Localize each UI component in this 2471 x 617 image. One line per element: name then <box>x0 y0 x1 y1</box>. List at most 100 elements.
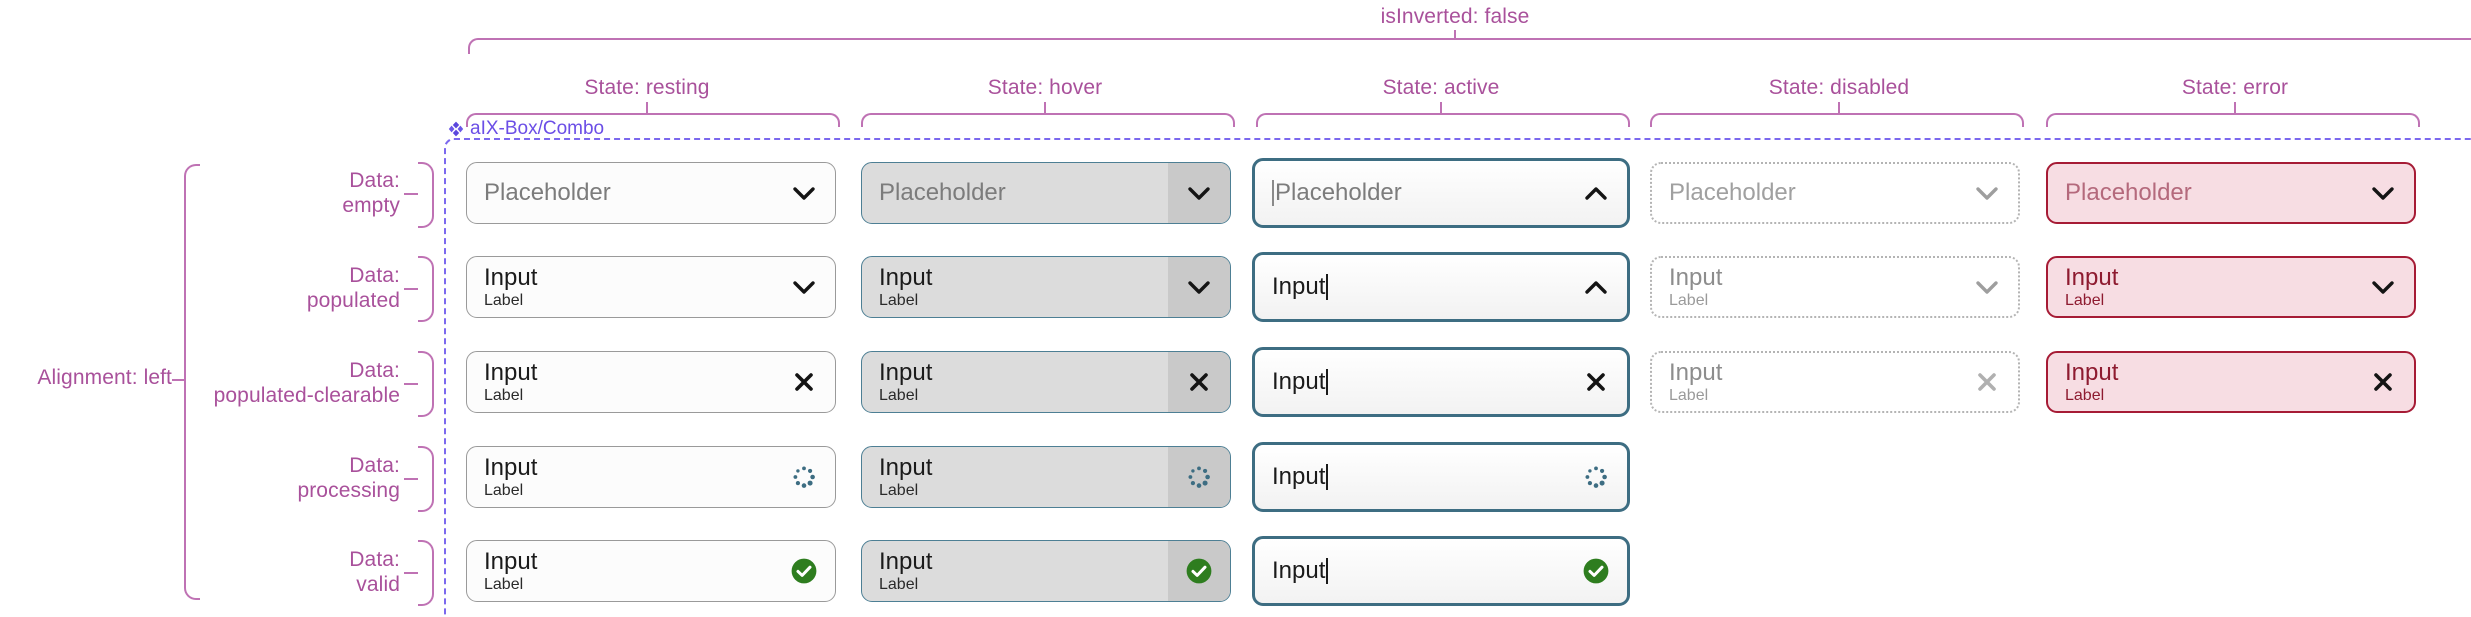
column-bracket-error <box>2046 113 2420 127</box>
chevron-down-icon <box>1956 258 2018 316</box>
row-bracket-processing <box>418 446 434 512</box>
combo-value-text: Input <box>879 453 933 481</box>
row-label-valid-line1: Data: <box>349 548 400 571</box>
column-tick-active <box>1440 102 1442 114</box>
combo-sublabel-text: Label <box>879 481 919 499</box>
chevron-up-icon[interactable] <box>1565 161 1627 225</box>
combo-value-text: Input <box>879 358 933 386</box>
combo-sublabel-text: Label <box>879 291 919 309</box>
combo-value-text: Input <box>484 547 538 575</box>
clear-x-icon <box>1956 353 2018 411</box>
column-bracket-resting <box>466 113 840 127</box>
combo-sublabel-text: Label <box>1669 291 1709 309</box>
row-label-populated: Data: populated <box>200 264 400 314</box>
is-inverted-bracket <box>468 38 2471 54</box>
column-header-resting: State: resting <box>584 76 710 99</box>
row-bracket-populated-clearable <box>418 351 434 417</box>
combo-value-text: Input <box>1272 463 1326 491</box>
chevron-down-icon[interactable] <box>1168 257 1230 317</box>
combo-sublabel-text: Label <box>484 291 524 309</box>
combo-box-valid-active[interactable]: Input <box>1252 536 1630 606</box>
combo-text-wrap: Placeholder <box>1652 179 1956 206</box>
combo-value-line: Input <box>1272 368 1565 395</box>
text-caret <box>1272 179 1274 206</box>
combo-value-text: Placeholder <box>1669 179 1796 207</box>
combo-box-empty-active[interactable]: Placeholder <box>1252 158 1630 228</box>
combo-value-text: Input <box>484 263 538 291</box>
clear-x-icon[interactable] <box>1168 352 1230 412</box>
spinner-icon <box>1168 447 1230 507</box>
combo-value-line: Input <box>1272 463 1565 490</box>
is-inverted-label: isInverted: false <box>1380 5 1530 28</box>
chevron-down-icon[interactable] <box>773 163 835 223</box>
row-label-populated-line1: Data: <box>349 264 400 287</box>
chevron-down-icon[interactable] <box>2352 164 2414 222</box>
row-bracket-empty <box>418 162 434 228</box>
row-label-empty-line1: Data: <box>349 169 400 192</box>
clear-x-icon[interactable] <box>773 352 835 412</box>
row-label-populated-clearable: Data: populated-clearable <box>60 359 400 409</box>
figma-diamond-icon <box>448 121 464 137</box>
row-label-processing-line1: Data: <box>349 454 400 477</box>
combo-box-empty-error[interactable]: Placeholder <box>2046 162 2416 224</box>
row-label-populated-clearable-line2: populated-clearable <box>213 383 400 407</box>
combo-value-text: Input <box>1272 273 1326 301</box>
combo-value-text: Placeholder <box>484 179 611 207</box>
column-header-active: State: active <box>1382 76 1500 99</box>
chevron-down-icon[interactable] <box>2352 258 2414 316</box>
combo-value-text: Input <box>484 453 538 481</box>
column-header-disabled: State: disabled <box>1768 76 1910 99</box>
combo-box-populated-active[interactable]: Input <box>1252 252 1630 322</box>
text-caret <box>1326 463 1329 490</box>
chevron-down-icon[interactable] <box>773 257 835 317</box>
row-label-empty: Data: empty <box>200 169 400 219</box>
chevron-up-icon[interactable] <box>1565 255 1627 319</box>
combo-box-processing-active[interactable]: Input <box>1252 442 1630 512</box>
combo-value-text: Input <box>1669 358 1723 386</box>
clear-x-icon[interactable] <box>2352 353 2414 411</box>
spinner-icon <box>773 447 835 507</box>
combo-sublabel-text: Label <box>484 386 524 404</box>
combo-text-wrap: Input <box>1255 368 1565 395</box>
valid-check-icon <box>1168 541 1230 601</box>
is-inverted-tick <box>1454 30 1456 40</box>
combo-box-populated-clearable-active[interactable]: Input <box>1252 347 1630 417</box>
combo-text-wrap: Placeholder <box>2048 179 2352 206</box>
valid-check-icon <box>1565 539 1627 603</box>
combo-value-text: Input <box>1669 263 1723 291</box>
alignment-bracket <box>184 164 200 600</box>
text-caret <box>1326 273 1329 300</box>
chevron-down-icon[interactable] <box>1168 163 1230 223</box>
combo-value-line: Input <box>1272 273 1565 300</box>
combo-value-text: Placeholder <box>2065 179 2192 207</box>
clear-x-icon[interactable] <box>1565 350 1627 414</box>
combo-box-empty-hover[interactable]: Placeholder <box>861 162 1231 224</box>
combo-box-empty-resting[interactable]: Placeholder <box>466 162 836 224</box>
combo-sublabel-text: Label <box>484 575 524 593</box>
row-tick-populated-clearable <box>404 383 418 385</box>
row-label-valid: Data: valid <box>200 548 400 598</box>
row-label-populated-line2: populated <box>306 288 400 312</box>
column-bracket-hover <box>861 113 1235 127</box>
combo-text-wrap: Placeholder <box>467 179 773 206</box>
column-bracket-active <box>1256 113 1630 127</box>
